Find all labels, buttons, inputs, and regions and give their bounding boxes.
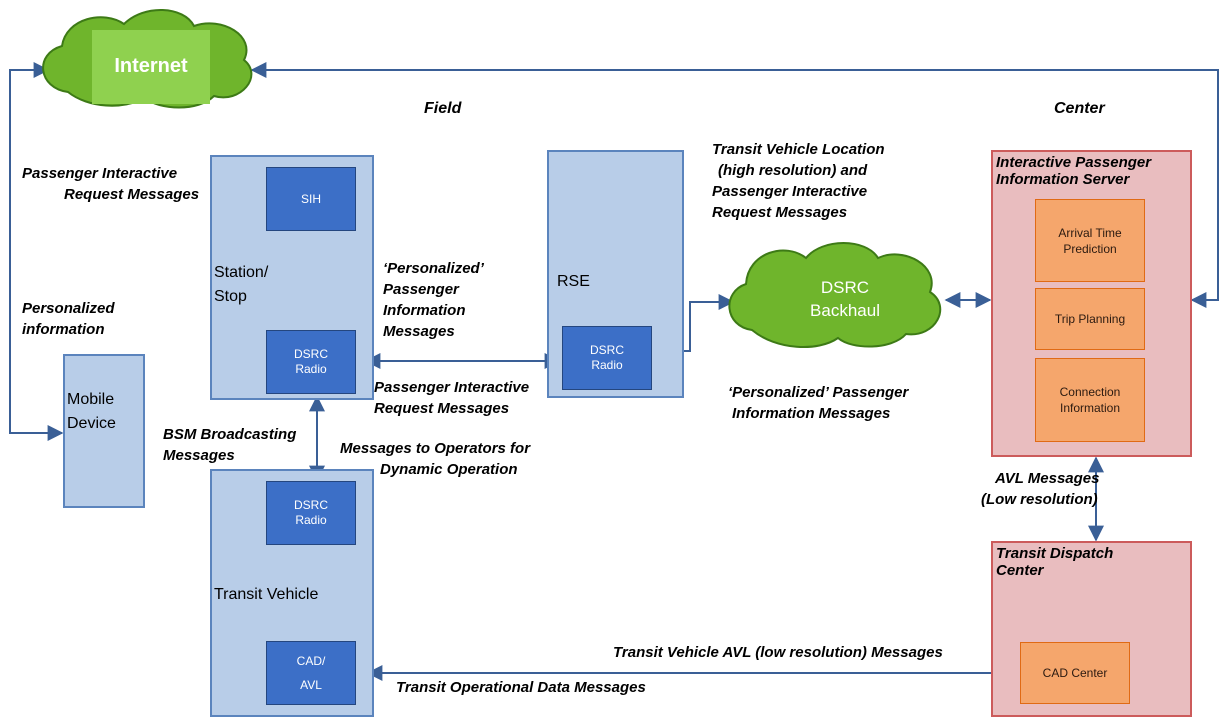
trip-planning-module: Trip Planning xyxy=(1035,288,1145,350)
internet-cloud xyxy=(42,9,253,109)
cad-center-module: CAD Center xyxy=(1020,642,1130,704)
dispatch-center-box: Transit Dispatch Center CAD Center xyxy=(991,541,1192,717)
msg-passenger-request-mid: Passenger Interactive Request Messages xyxy=(374,379,530,417)
mobile-device-box: Mobile Device xyxy=(63,354,145,508)
msg-vehicle-avl: Transit Vehicle AVL (low resolution) Mes… xyxy=(613,644,943,661)
info-server-box: Interactive Passenger Information Server… xyxy=(991,150,1192,457)
zone-label-center: Center xyxy=(1054,100,1105,117)
msg-operational-data: Transit Operational Data Messages xyxy=(396,679,646,696)
internet-mobile-connector xyxy=(9,62,64,441)
internet-server-connector xyxy=(250,62,1219,308)
mobile-device-label-line1: Mobile xyxy=(67,391,115,408)
internet-label: Internet xyxy=(114,55,188,77)
msg-bsm: BSM Broadcasting Messages xyxy=(163,426,297,464)
dsrc-backhaul-label: DSRC Backhaul xyxy=(810,278,880,320)
cad-avl-module: CAD/AVL xyxy=(266,641,356,705)
rse-label: RSE xyxy=(557,273,590,290)
dispatch-title-line2: Center xyxy=(996,562,1044,579)
msg-avl: AVL Messages (Low resolution) xyxy=(981,470,1100,508)
info-server-title-line2: Information Server xyxy=(996,171,1130,188)
msg-personalized-passenger-info: ‘Personalized’ Passenger Information Mes… xyxy=(383,260,484,340)
station-stop-label-line1: Station/ xyxy=(214,264,269,281)
dispatch-title-line1: Transit Dispatch xyxy=(996,545,1114,562)
station-stop-label-line2: Stop xyxy=(214,288,247,305)
msg-personalized-info: Personalized information xyxy=(22,300,115,338)
dsrc-backhaul-cloud xyxy=(728,242,942,348)
msg-passenger-request-left: Passenger Interactive Request Messages xyxy=(22,165,200,203)
transit-vehicle-label: Transit Vehicle xyxy=(214,586,319,603)
msg-personalized-backhaul: ‘Personalized’ Passenger Information Mes… xyxy=(728,384,909,422)
msg-operators: Messages to Operators for Dynamic Operat… xyxy=(340,440,531,478)
sih-module: SIH xyxy=(266,167,356,231)
info-server-title-line1: Interactive Passenger xyxy=(996,154,1152,171)
zone-label-field: Field xyxy=(424,100,462,117)
mobile-device-label-line2: Device xyxy=(67,415,116,432)
msg-vehicle-location: Transit Vehicle Location (high resolutio… xyxy=(712,141,885,221)
